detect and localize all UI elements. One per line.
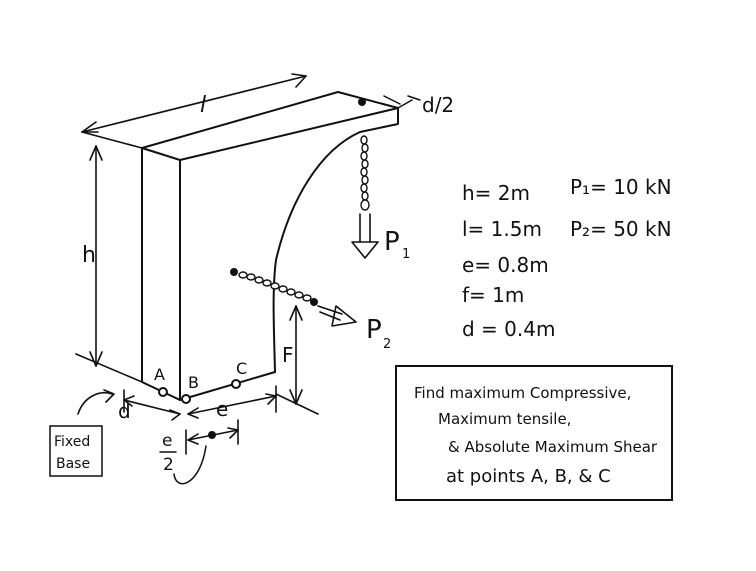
p1-attachment-point	[358, 98, 366, 106]
task-line-1: Find maximum Compressive,	[414, 384, 631, 402]
label-p1: P	[384, 227, 400, 257]
given-p1: P₁= 10 kN	[570, 175, 672, 199]
label-f: F	[282, 343, 294, 367]
task-line-2: Maximum tensile,	[438, 410, 571, 428]
given-h: h= 2m	[462, 181, 530, 205]
given-d: d = 0.4m	[462, 317, 555, 341]
e-half-pointer	[173, 445, 207, 485]
label-e-half-numerator: e	[162, 431, 172, 451]
label-c: C	[236, 359, 247, 378]
dimension-d-half	[383, 95, 421, 109]
given-e: e= 0.8m	[462, 253, 549, 277]
point-c	[231, 379, 241, 389]
dimension-l	[81, 73, 307, 149]
label-a: A	[154, 365, 165, 384]
label-d-half: d/2	[422, 93, 454, 117]
label-p1-subscript: 1	[402, 247, 410, 262]
dimension-e	[187, 385, 277, 419]
point-b	[181, 394, 191, 404]
point-a	[158, 387, 168, 397]
label-p2-subscript: 2	[383, 337, 391, 352]
given-values: h= 2m l= 1.5m e= 0.8m f= 1m d = 0.4m P₁=…	[462, 175, 672, 341]
task-line-3: & Absolute Maximum Shear	[448, 438, 658, 456]
label-e-half-denominator: 2	[163, 455, 174, 475]
dimension-f	[275, 305, 319, 415]
given-f: f= 1m	[462, 283, 524, 307]
fixed-base-line1: Fixed	[54, 434, 90, 450]
p2-arrow	[317, 305, 357, 327]
label-e: e	[216, 397, 228, 421]
label-p2: P	[366, 315, 382, 345]
given-l: l= 1.5m	[462, 217, 542, 241]
label-b: B	[188, 373, 199, 392]
load-p1-chain	[358, 98, 370, 211]
dimension-d	[123, 389, 181, 421]
member-outline	[141, 91, 399, 401]
load-p2-chain	[230, 268, 318, 306]
label-h: h	[82, 243, 96, 268]
task-text: Find maximum Compressive, Maximum tensil…	[414, 384, 658, 487]
task-box	[395, 365, 673, 501]
dimension-h	[75, 145, 143, 383]
task-line-4: at points A, B, & C	[446, 466, 611, 487]
fixed-base-box	[49, 425, 103, 477]
label-d: d	[118, 399, 131, 423]
point-e-half	[208, 431, 216, 439]
label-l: l	[200, 93, 206, 118]
fixed-base-pointer	[77, 389, 115, 415]
fixed-base-line2: Base	[56, 456, 90, 472]
p1-arrow	[351, 213, 379, 259]
given-p2: P₂= 50 kN	[570, 217, 672, 241]
